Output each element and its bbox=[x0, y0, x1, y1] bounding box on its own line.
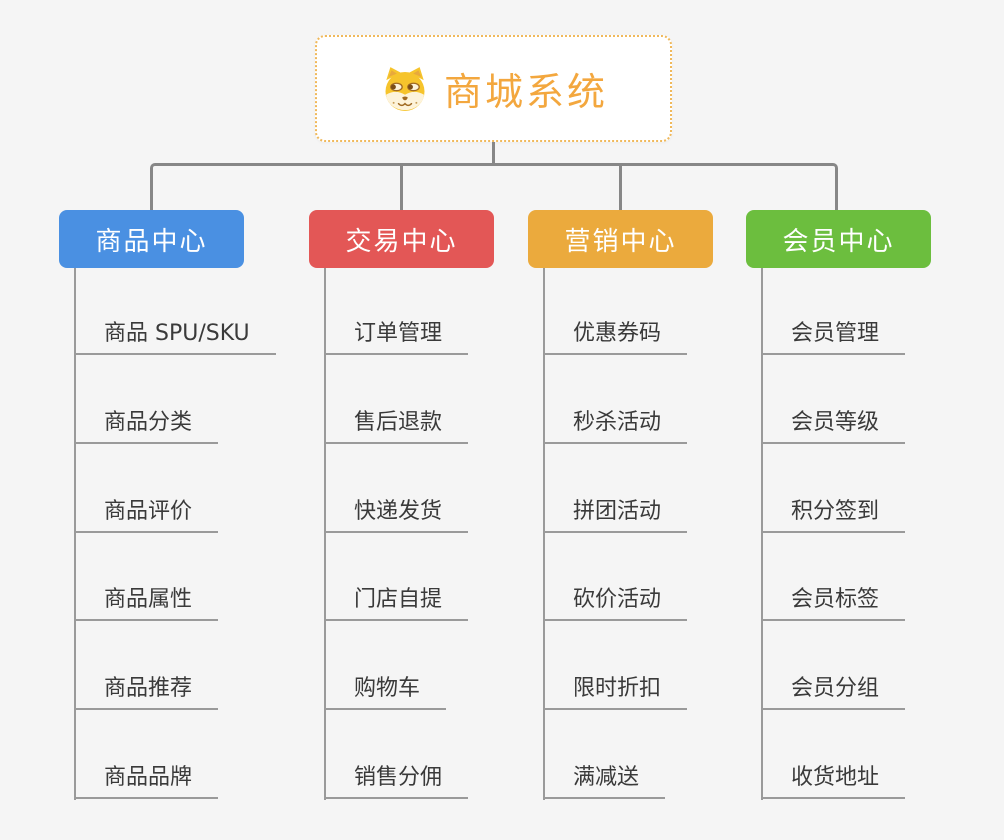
trunk-line-member-center bbox=[761, 268, 763, 800]
branch-node-product-center[interactable]: 商品中心 bbox=[59, 210, 244, 268]
leaf-node[interactable]: 积分签到 bbox=[761, 495, 906, 533]
leaf-node[interactable]: 会员等级 bbox=[761, 406, 906, 444]
connector-drop-2 bbox=[400, 165, 403, 210]
branch-label: 交易中心 bbox=[345, 226, 458, 257]
trunk-line-trade-center bbox=[324, 268, 326, 800]
branch-label: 营销中心 bbox=[564, 226, 677, 257]
leaf-node[interactable]: 商品属性 bbox=[74, 583, 219, 621]
leaf-node[interactable]: 砍价活动 bbox=[543, 583, 688, 621]
leaf-node[interactable]: 收货地址 bbox=[761, 761, 906, 799]
connector-drop-3 bbox=[619, 165, 622, 210]
branch-label: 会员中心 bbox=[782, 226, 895, 257]
branch-node-marketing-center[interactable]: 营销中心 bbox=[528, 210, 713, 268]
leaf-node[interactable]: 会员分组 bbox=[761, 672, 906, 710]
leaf-node[interactable]: 订单管理 bbox=[324, 317, 469, 355]
trunk-line-marketing-center bbox=[543, 268, 545, 800]
leaf-node[interactable]: 售后退款 bbox=[324, 406, 469, 444]
leaf-node[interactable]: 销售分佣 bbox=[324, 761, 469, 799]
root-node[interactable]: 商城系统 bbox=[315, 35, 672, 142]
leaf-node[interactable]: 拼团活动 bbox=[543, 495, 688, 533]
leaf-node[interactable]: 限时折扣 bbox=[543, 672, 688, 710]
leaf-node[interactable]: 商品评价 bbox=[74, 495, 219, 533]
leaf-node[interactable]: 购物车 bbox=[324, 672, 447, 710]
leaf-node[interactable]: 满减送 bbox=[543, 761, 666, 799]
leaf-node[interactable]: 快递发货 bbox=[324, 495, 469, 533]
root-title: 商城系统 bbox=[443, 70, 608, 114]
dog-face-icon bbox=[379, 65, 431, 113]
branch-label: 商品中心 bbox=[95, 226, 208, 257]
leaf-node[interactable]: 秒杀活动 bbox=[543, 406, 688, 444]
connector-root-stem bbox=[492, 142, 495, 165]
leaf-node[interactable]: 优惠券码 bbox=[543, 317, 688, 355]
leaf-node[interactable]: 门店自提 bbox=[324, 583, 469, 621]
trunk-line-product-center bbox=[74, 268, 76, 800]
leaf-node[interactable]: 会员标签 bbox=[761, 583, 906, 621]
branch-node-trade-center[interactable]: 交易中心 bbox=[309, 210, 494, 268]
leaf-node[interactable]: 商品推荐 bbox=[74, 672, 219, 710]
leaf-node[interactable]: 商品分类 bbox=[74, 406, 219, 444]
branch-node-member-center[interactable]: 会员中心 bbox=[746, 210, 931, 268]
leaf-node[interactable]: 商品品牌 bbox=[74, 761, 219, 799]
leaf-node[interactable]: 会员管理 bbox=[761, 317, 906, 355]
leaf-node[interactable]: 商品 SPU/SKU bbox=[74, 317, 276, 355]
connector-bracket bbox=[150, 163, 838, 210]
